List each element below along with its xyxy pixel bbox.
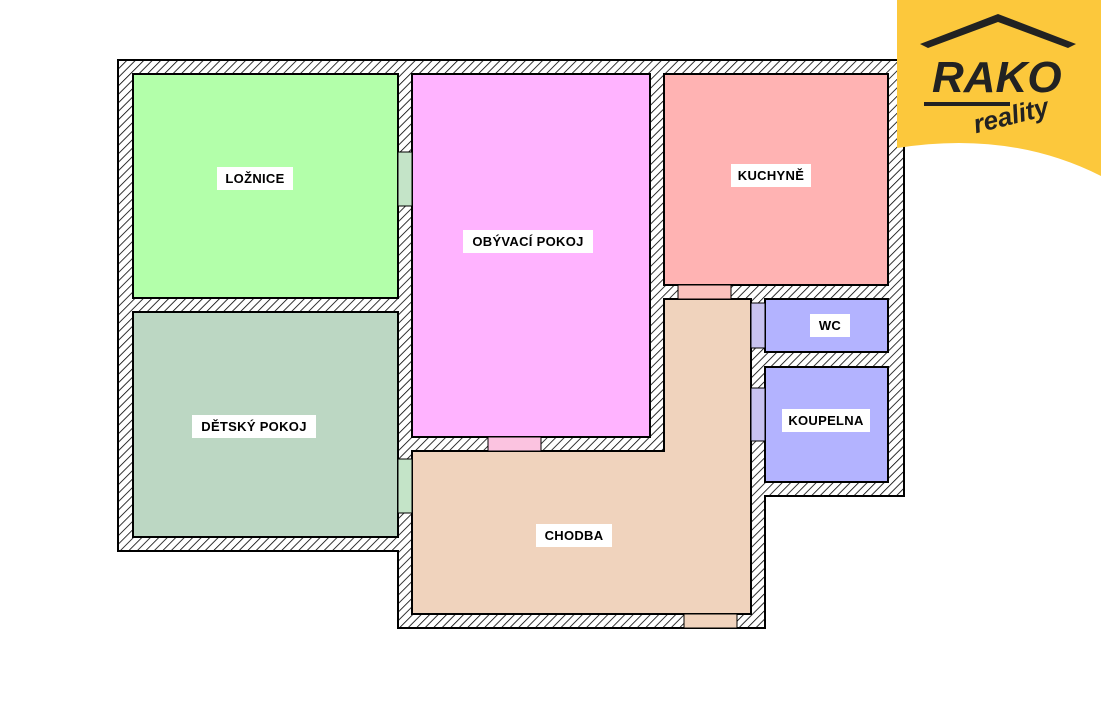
door-obyvaci <box>487 436 542 452</box>
house-roof-icon <box>920 14 1076 106</box>
label-koupelna: KOUPELNA <box>788 413 864 428</box>
door-koupelna <box>750 387 766 442</box>
label-loznice: LOŽNICE <box>225 171 284 186</box>
logo-brand: RAKO <box>932 53 1062 102</box>
door-loznice <box>397 151 413 207</box>
door-entrance <box>683 613 738 629</box>
label-kuchyne: KUCHYNĚ <box>738 168 804 183</box>
label-wc: WC <box>819 318 842 333</box>
door-kuchyne <box>677 284 732 300</box>
rooms <box>132 73 889 615</box>
door-wc <box>750 302 766 349</box>
room-chodba <box>411 298 752 615</box>
label-obyvaci-pokoj: OBÝVACÍ POKOJ <box>472 234 583 249</box>
door-detsky <box>397 458 413 514</box>
rako-reality-logo: RAKO reality <box>897 0 1101 176</box>
logo-background <box>897 0 1101 176</box>
openings <box>397 151 766 629</box>
labels: LOŽNICE OBÝVACÍ POKOJ KUCHYNĚ WC DĚTSKÝ … <box>192 164 870 547</box>
room-obyvaci-pokoj <box>411 73 651 438</box>
label-detsky-pokoj: DĚTSKÝ POKOJ <box>201 419 306 434</box>
label-chodba: CHODBA <box>545 528 604 543</box>
